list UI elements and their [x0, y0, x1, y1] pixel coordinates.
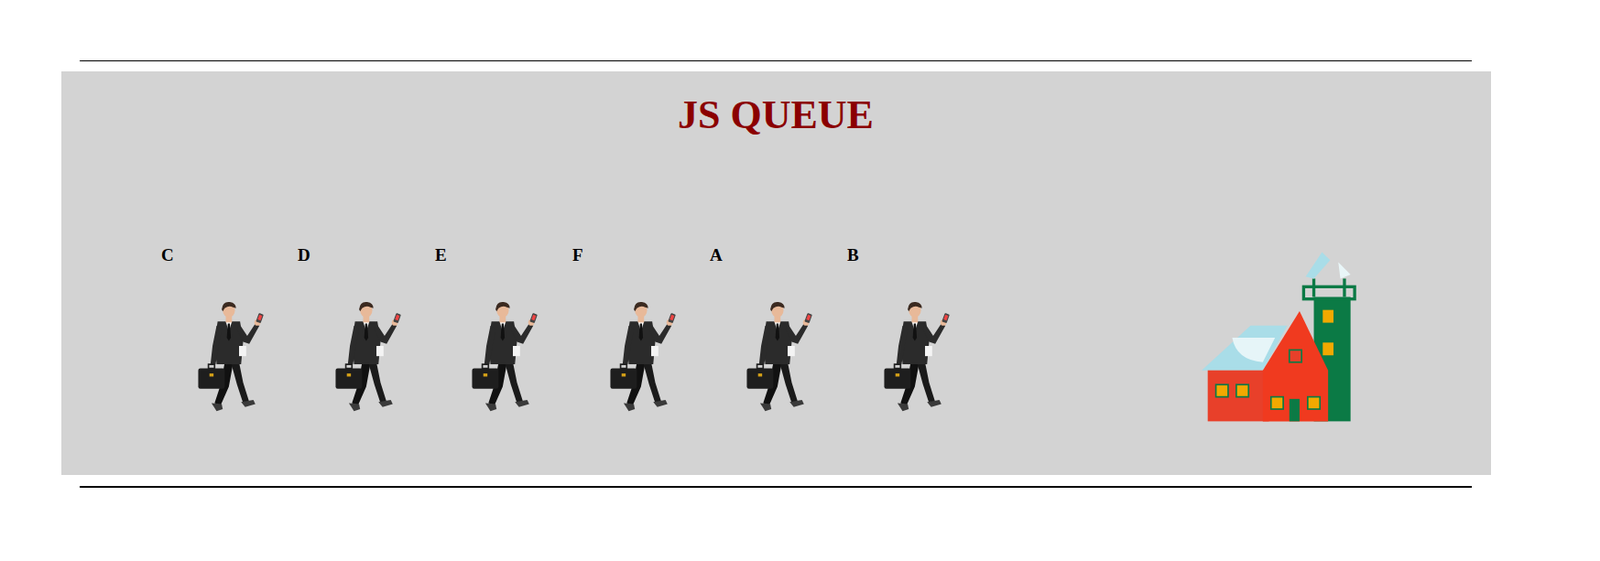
- walker-figure: [197, 302, 264, 412]
- queue-letter: D: [297, 245, 311, 266]
- walker-figure: [746, 302, 813, 412]
- queue-letter: E: [435, 245, 447, 266]
- walker-figure: [335, 302, 402, 412]
- queue-letter: F: [572, 245, 584, 266]
- top-rule: [79, 60, 1472, 62]
- queue-letter: C: [161, 245, 175, 266]
- walker-figure: [471, 302, 538, 412]
- walker-figure: [883, 302, 950, 412]
- queue-letter: B: [847, 245, 860, 266]
- queue-letter: A: [709, 245, 723, 266]
- walker-figure: [609, 302, 676, 412]
- house-icon: [1201, 251, 1355, 422]
- bottom-rule: [79, 486, 1472, 489]
- page-title: JS QUEUE: [677, 91, 874, 139]
